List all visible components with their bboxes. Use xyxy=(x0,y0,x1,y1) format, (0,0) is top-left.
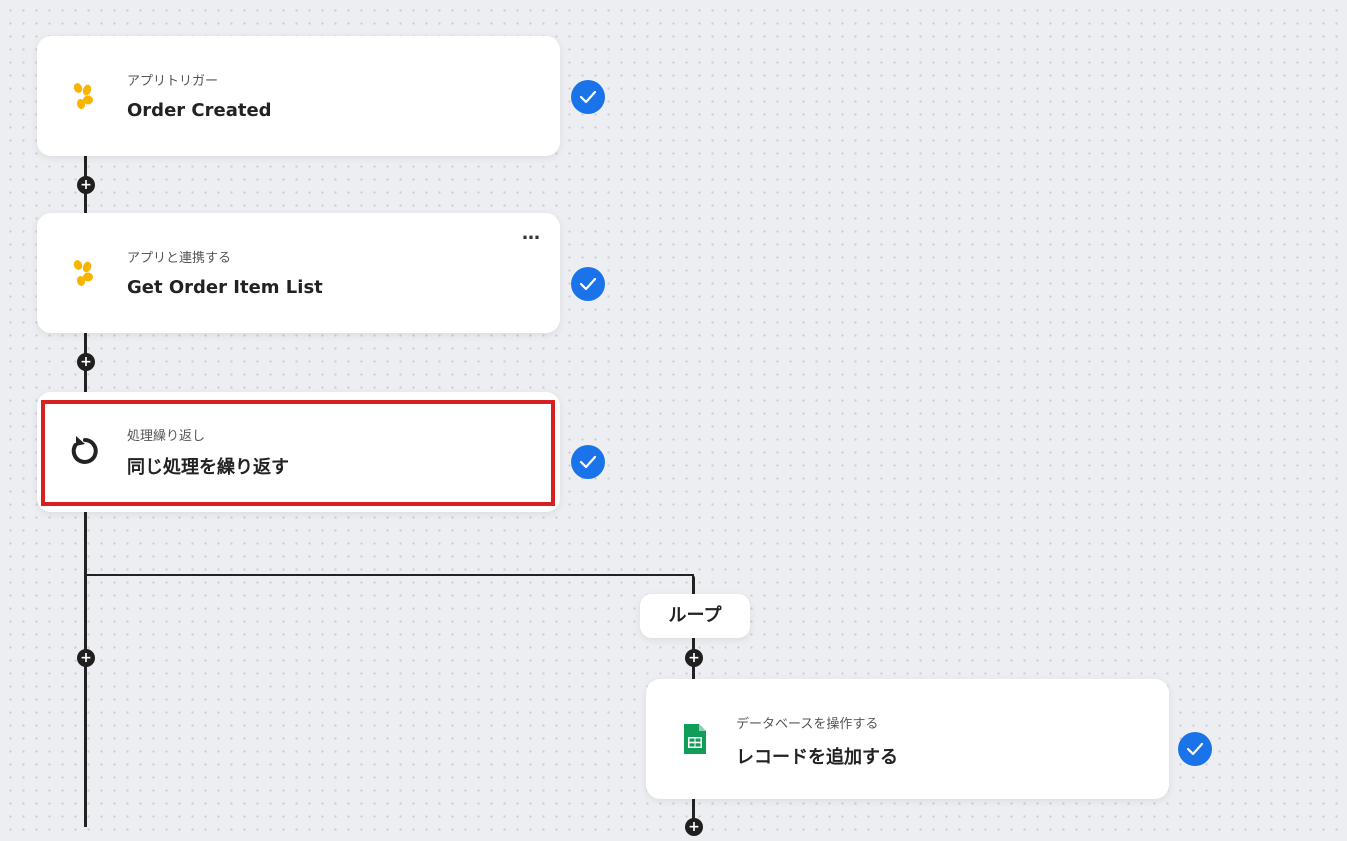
step-title: 同じ処理を繰り返す xyxy=(127,457,289,478)
loop-branch-horizontal xyxy=(84,574,694,576)
loop-connector-line-bottom xyxy=(692,798,695,828)
google-sheets-icon xyxy=(676,721,712,757)
step-card-add-record[interactable]: データベースを操作する レコードを追加する xyxy=(646,679,1169,799)
step-card-trigger[interactable]: アプリトリガー Order Created xyxy=(37,36,560,156)
step-card-get-order-items[interactable]: … アプリと連携する Get Order Item List xyxy=(37,213,560,333)
step-subtitle: 処理繰り返し xyxy=(127,429,206,444)
step-title: Get Order Item List xyxy=(127,277,323,298)
step-title: Order Created xyxy=(127,100,272,121)
yellow-petal-icon xyxy=(67,78,103,114)
add-step-button[interactable]: + xyxy=(77,649,95,667)
add-step-button[interactable]: + xyxy=(77,353,95,371)
loop-icon xyxy=(67,432,103,468)
check-icon xyxy=(571,80,605,114)
step-subtitle: データベースを操作する xyxy=(736,717,879,732)
add-loop-step-button[interactable]: + xyxy=(685,818,703,836)
check-icon xyxy=(571,267,605,301)
step-card-loop[interactable]: 処理繰り返し 同じ処理を繰り返す xyxy=(37,392,560,512)
more-options-icon[interactable]: … xyxy=(522,223,541,244)
loop-label: ループ xyxy=(640,594,750,638)
check-icon xyxy=(571,445,605,479)
loop-branch-vertical xyxy=(692,575,695,595)
add-loop-step-button[interactable]: + xyxy=(685,649,703,667)
step-subtitle: アプリと連携する xyxy=(127,251,232,266)
selection-highlight xyxy=(41,400,555,506)
yellow-petal-icon xyxy=(67,255,103,291)
check-icon xyxy=(1178,732,1212,766)
step-title: レコードを追加する xyxy=(736,747,898,768)
add-step-button[interactable]: + xyxy=(77,176,95,194)
step-subtitle: アプリトリガー xyxy=(127,74,219,89)
